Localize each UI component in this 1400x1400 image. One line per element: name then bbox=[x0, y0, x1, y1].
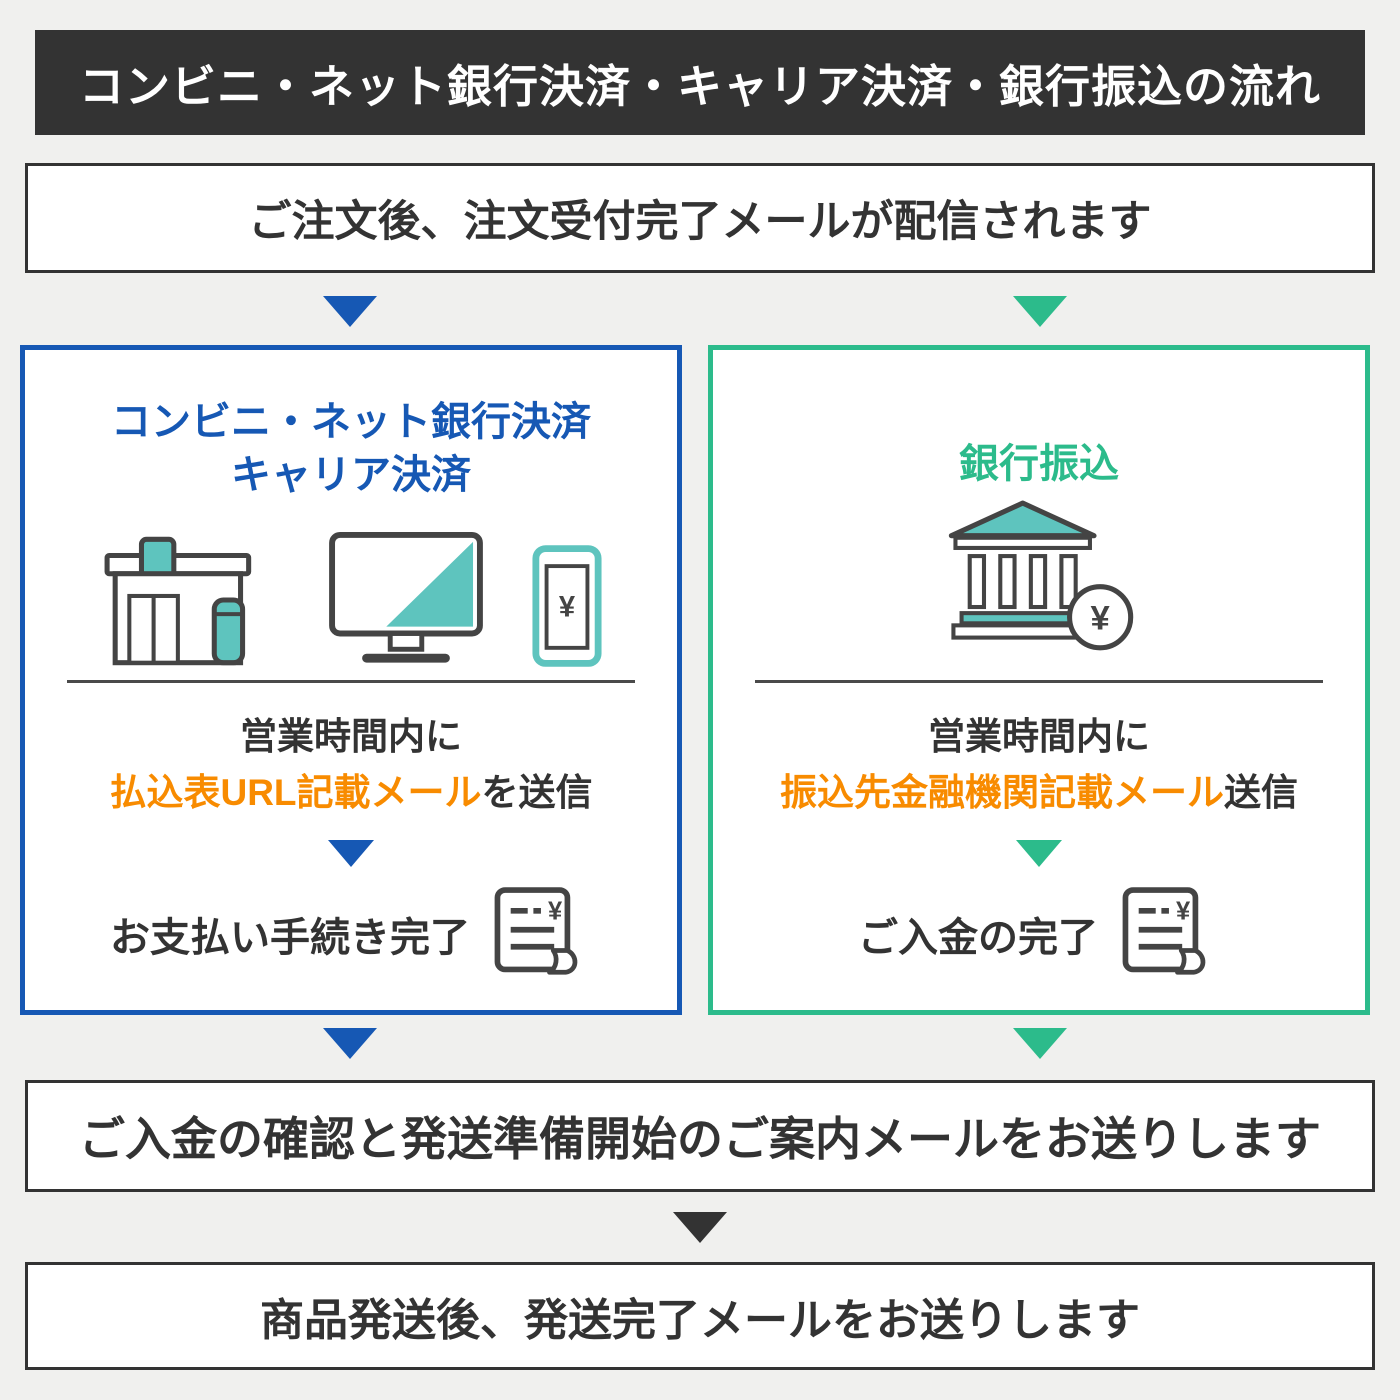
yen-symbol: ¥ bbox=[559, 592, 576, 624]
computer-monitor-icon bbox=[327, 530, 485, 668]
branch-right-icons: ¥ bbox=[713, 500, 1365, 660]
arrow-down-blue-small-icon bbox=[328, 840, 374, 867]
yen-symbol: ¥ bbox=[548, 897, 563, 925]
yen-symbol: ¥ bbox=[1176, 897, 1191, 925]
branch-left-completion-row: お支払い手続き完了 ¥ bbox=[25, 878, 677, 990]
branch-right-completion-text: ご入金の完了 bbox=[858, 916, 1098, 960]
step-payment-confirmed-box: ご入金の確認と発送準備開始のご案内メールをお送りします bbox=[25, 1080, 1375, 1192]
arrow-down-blue-icon bbox=[323, 296, 377, 327]
arrow-down-green-icon bbox=[1013, 1028, 1067, 1059]
branch-right-title: 銀行振込 bbox=[959, 442, 1119, 486]
branch-left-timing: 営業時間内に bbox=[240, 716, 462, 757]
branch-left-mail-highlight: 払込表URL記載メール bbox=[109, 772, 482, 813]
branch-convenience-payment: コンビニ・ネット銀行決済 キャリア決済 bbox=[20, 345, 682, 1015]
arrow-down-blue-icon bbox=[323, 1028, 377, 1059]
branch-left-title-line2: キャリア決済 bbox=[231, 452, 471, 497]
arrow-down-green-icon bbox=[1013, 296, 1067, 327]
step-shipped-text: 商品発送後、発送完了メールをお送りします bbox=[260, 1296, 1140, 1345]
convenience-store-icon bbox=[99, 531, 281, 668]
branch-left-mail-line: 払込表URL記載メールを送信 bbox=[25, 762, 677, 816]
branch-left-divider bbox=[67, 680, 635, 683]
branch-left-completion-text: お支払い手続き完了 bbox=[110, 916, 470, 960]
branch-bank-transfer: 銀行振込 ¥ 営業時間内に 振込先金 bbox=[708, 345, 1370, 1015]
branch-left-icons: ¥ bbox=[25, 510, 677, 668]
page-title-text: コンビニ・ネット銀行決済・キャリア決済・銀行振込の流れ bbox=[78, 61, 1321, 112]
branch-right-mail-suffix: 送信 bbox=[1224, 772, 1298, 813]
arrow-down-dark-icon bbox=[673, 1212, 727, 1243]
step-order-received-text: ご注文後、注文受付完了メールが配信されます bbox=[248, 198, 1152, 246]
branch-left-mail-suffix: を送信 bbox=[481, 772, 593, 813]
receipt-icon: ¥ bbox=[1116, 884, 1220, 984]
receipt-icon: ¥ bbox=[488, 884, 592, 984]
yen-symbol: ¥ bbox=[1090, 599, 1110, 637]
branch-right-completion-row: ご入金の完了 ¥ bbox=[713, 878, 1365, 990]
page-title: コンビニ・ネット銀行決済・キャリア決済・銀行振込の流れ bbox=[35, 30, 1365, 135]
branch-right-timing: 営業時間内に bbox=[928, 716, 1150, 757]
arrow-down-green-small-icon bbox=[1016, 840, 1062, 867]
branch-left-title-line1: コンビニ・ネット銀行決済 bbox=[111, 400, 591, 444]
branch-right-mail-line: 振込先金融機関記載メール送信 bbox=[713, 762, 1365, 816]
step-order-received-box: ご注文後、注文受付完了メールが配信されます bbox=[25, 163, 1375, 273]
branch-right-mail-highlight: 振込先金融機関記載メール bbox=[780, 772, 1224, 813]
bank-icon: ¥ bbox=[941, 497, 1137, 660]
step-payment-confirmed-text: ご入金の確認と発送準備開始のご案内メールをお送りします bbox=[79, 1113, 1321, 1165]
step-shipped-box: 商品発送後、発送完了メールをお送りします bbox=[25, 1262, 1375, 1370]
branch-left-title: コンビニ・ネット銀行決済 キャリア決済 bbox=[25, 396, 677, 502]
smartphone-icon: ¥ bbox=[531, 544, 603, 668]
branch-right-divider bbox=[755, 680, 1323, 683]
